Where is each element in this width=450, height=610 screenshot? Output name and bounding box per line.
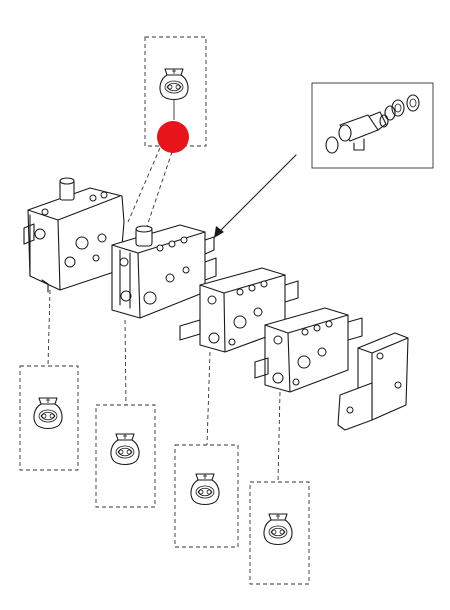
top-knob-callout: [144, 36, 207, 147]
valve-section-2: [111, 224, 217, 319]
valve-end-plate: [337, 332, 409, 431]
knob-callout-3: [174, 444, 239, 548]
leader-line: [127, 147, 161, 223]
leader-line: [206, 351, 211, 446]
leader-line: [47, 289, 51, 367]
valve-knob-icon: [159, 68, 189, 101]
valve-inlet-section: [23, 177, 125, 293]
highlight-marker[interactable]: [157, 121, 189, 153]
inset-pointer-arrow: [214, 154, 297, 238]
valve-knob-icon: [33, 397, 63, 430]
valve-knob-icon: [263, 513, 293, 546]
leader-line: [277, 391, 281, 483]
leader-line: [144, 151, 173, 233]
leader-line: [124, 319, 127, 406]
valve-knob-icon: [190, 473, 220, 506]
valve-section-3: [179, 267, 299, 353]
knob-callout-2: [95, 404, 156, 508]
valve-section-4: [254, 307, 363, 393]
knob-callout-1: [19, 365, 79, 471]
knob-callout-4: [249, 481, 310, 585]
valve-knob-icon: [110, 433, 140, 466]
seal-kit-inset: [311, 82, 434, 169]
